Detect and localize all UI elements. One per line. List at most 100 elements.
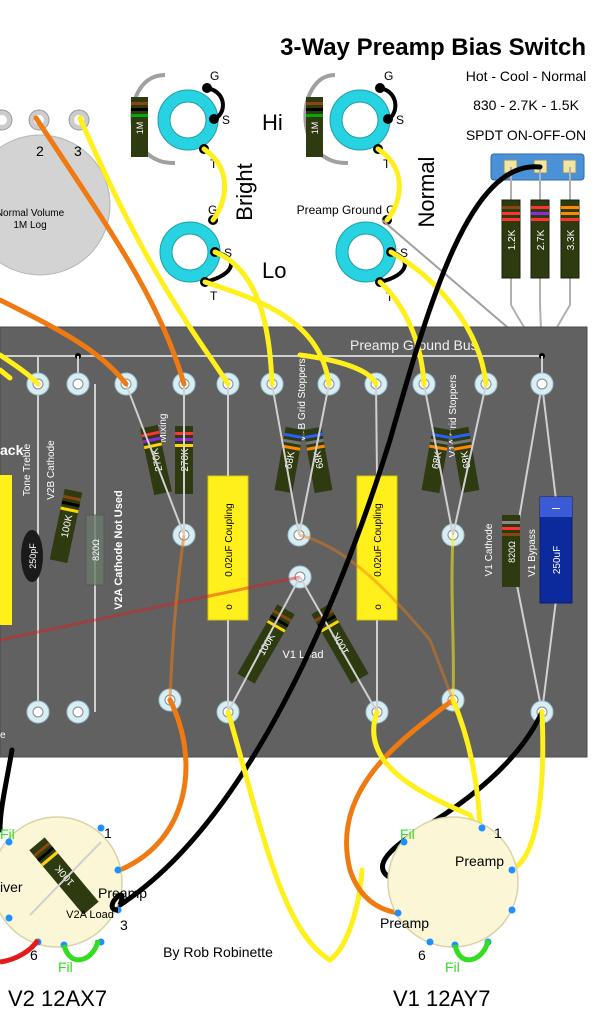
normal-lo-g: G (386, 203, 395, 217)
left-coupling-cap-partial (0, 475, 12, 625)
v1-tube-label: V1 12AY7 (393, 986, 490, 1011)
preamp-ground-label: Preamp Ground (297, 203, 382, 217)
normal-lo-t: T (386, 290, 394, 304)
v1-load-resistor-1: 100K (237, 604, 295, 684)
bright-hi-t: T (210, 157, 218, 171)
pot-lug-2: 2 (36, 143, 44, 159)
v2b-cathode-label: V2B Cathode (46, 440, 57, 500)
v1-bypass-cap: – 250uF (539, 496, 573, 604)
svg-text:–: – (552, 499, 560, 515)
switch-modes: Hot - Cool - Normal (466, 68, 587, 84)
bright-lo-jack[interactable] (159, 221, 221, 283)
normal-hi-g: G (384, 69, 393, 83)
v1-preamp-top: Preamp (455, 853, 504, 869)
v1-preamp-bottom: Preamp (380, 915, 429, 931)
cap-250uf-label: 250uF (552, 546, 563, 574)
normal-lo-s: S (400, 246, 408, 260)
v1-pin1: 1 (494, 825, 502, 841)
v2a-load-label: V2A Load (66, 909, 114, 921)
v2-load-lead (29, 841, 102, 916)
switch-type: SPDT ON-OFF-ON (466, 127, 586, 143)
wire-yellow-v2 (225, 709, 365, 964)
ground-bus-label: Preamp Ground Bus (350, 337, 478, 353)
v2-fil-bottom: Fil (58, 959, 73, 975)
coupling-cap-v1b: 0.02uF Coupling o (207, 475, 249, 621)
wire-yellow-left-2 (0, 367, 13, 381)
title: 3-Way Preamp Bias Switch (280, 34, 586, 61)
credit: By Rob Robinette (163, 944, 273, 960)
v2-filament-green (61, 939, 101, 963)
wire-yellow-v1-pin1 (371, 709, 483, 841)
v2-driver-label: iver (0, 879, 23, 895)
v2-red-wire (0, 938, 41, 965)
edge-label: e (0, 730, 6, 741)
normal-label: Normal (414, 157, 439, 228)
v2a-820-label: 820Ω (91, 539, 101, 561)
v1-cathode-resistor: 820Ω (502, 515, 520, 587)
v1-load-resistor-2: 100K (311, 604, 369, 684)
v2b-100k-label: 100K (60, 513, 76, 538)
v2-black-wire (109, 892, 125, 913)
coupling-cap-v1a: 0.02uF Coupling o (356, 475, 398, 621)
normal-hi-jack[interactable] (303, 73, 391, 166)
v2-tube-label: V2 12AX7 (8, 986, 107, 1011)
v1-cathode-label: V1 Cathode (484, 523, 495, 576)
v2-pin1: 1 (104, 825, 112, 841)
normal-hi-ground-wire (379, 86, 398, 121)
svg-text:o: o (373, 604, 384, 610)
tone-treble-label: Tone Treble (22, 443, 33, 496)
switch-resistor-1-2k: 1.2K (501, 199, 521, 279)
wire-black-left (0, 747, 15, 833)
bright-lo-t: T (210, 289, 218, 303)
resistor-3-3k-label: 3.3K (566, 229, 577, 250)
coupling-cap-v1b-label: 0.02uF Coupling (224, 503, 235, 576)
switch-resistor-3-3k: 3.3K (560, 199, 580, 279)
v1-bypass-label: V1 Bypass (527, 529, 538, 577)
wire-yellow-normal-lo (388, 249, 489, 387)
wire-orange-v1 (344, 697, 456, 916)
v1-fil-bottom: Fil (445, 959, 460, 975)
wire-orange-pot (33, 115, 187, 387)
cap-250pf-label: 250pF (28, 543, 38, 569)
v2a-not-used-label: V2A Cathode Not Used (113, 490, 125, 609)
v1-cathode-820-label: 820Ω (507, 541, 517, 563)
v1a-68k-label-1: 68K (431, 450, 445, 470)
resistor-1m-label-2: 1M (310, 122, 320, 135)
wire-yellow-v1-grid (507, 709, 546, 873)
bright-lo-g: G (208, 203, 217, 217)
v1-fil-top: Fil (400, 826, 415, 842)
bright-hi-g: G (210, 69, 219, 83)
pot-value: 1M Log (13, 220, 46, 231)
switch-resistor-2-7k: 2.7K (530, 199, 550, 279)
bright-label: Bright (232, 163, 257, 220)
v1-pin6: 6 (418, 947, 426, 963)
wire-yellow-bright-hi (202, 279, 332, 387)
normal-hi-t: T (383, 157, 391, 171)
bright-hi-ground-wire (206, 86, 225, 121)
pot-label: Normal Volume (0, 208, 65, 219)
trace-yellow-v1a (450, 534, 455, 701)
v2b-cathode-resistor: 100K (49, 488, 83, 564)
wire-yellow-normal-tip (375, 146, 402, 223)
jack-partial-label: ack (0, 442, 24, 458)
resistor-1-2k-label: 1.2K (507, 229, 518, 250)
v2a-820-resistor: 820Ω (85, 514, 105, 586)
resistor-1m-label: 1M (135, 122, 145, 135)
lo-label: Lo (262, 258, 286, 283)
pot-lug-3: 3 (74, 143, 82, 159)
trace-red-left (0, 575, 301, 642)
wire-yellow-pot (77, 115, 231, 387)
wire-yellow-bright-tip (201, 146, 228, 223)
trace-orange-v1 (298, 533, 455, 701)
normal-volume-pot[interactable]: Normal Volume 1M Log (0, 134, 111, 276)
v2-preamp: Preamp (98, 885, 147, 901)
bright-hi-s: S (222, 113, 230, 127)
v1b-grid-label: V1B Grid Stoppers (297, 358, 308, 441)
component-leads (125, 383, 487, 713)
svg-text:o: o (224, 604, 235, 610)
wire-yellow-normal-hi (377, 279, 427, 387)
switch-leads (510, 167, 571, 356)
treble-cap-250pf: 250pF (21, 530, 43, 582)
mixing-270k-label-2: 270K (180, 448, 191, 472)
